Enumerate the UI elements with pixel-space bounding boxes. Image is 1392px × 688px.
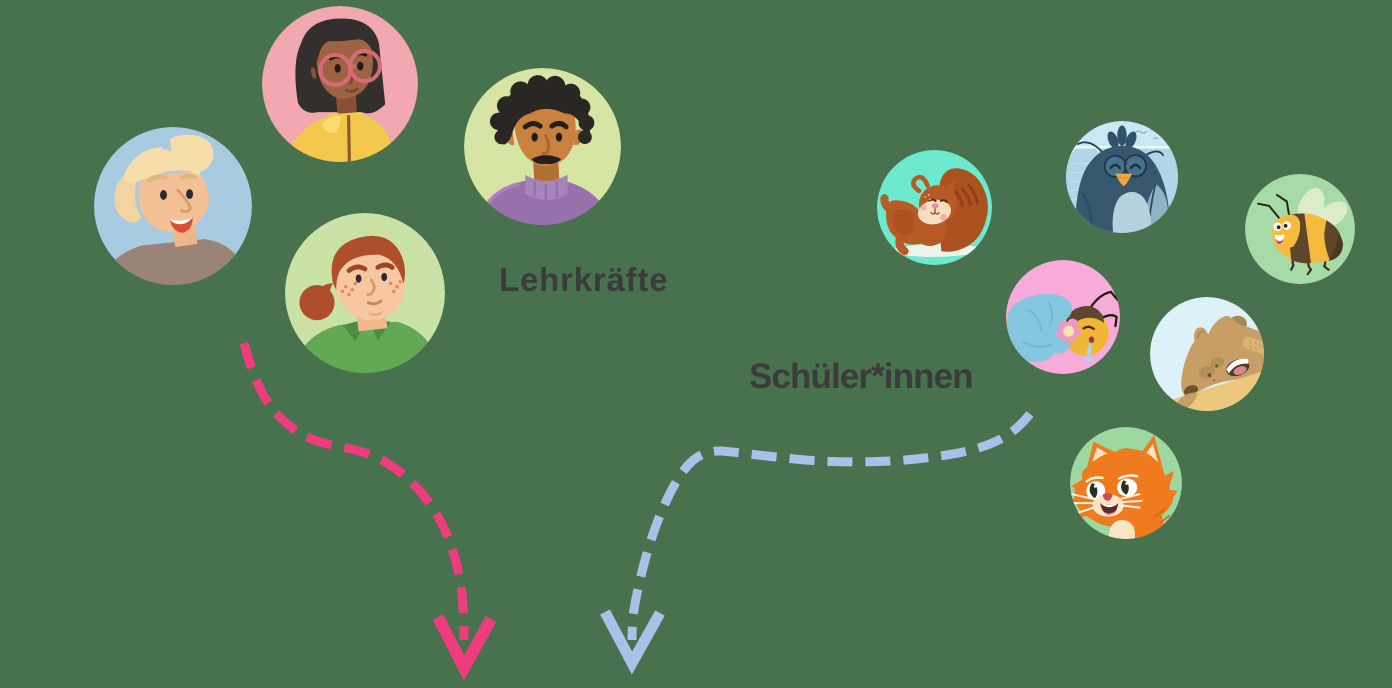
arrow-teachers-head <box>432 614 497 681</box>
avatar-teacher-redhead <box>285 213 445 373</box>
avatar-student-squirrel-art <box>877 150 992 265</box>
avatar-student-squirrel <box>877 150 992 265</box>
avatar-student-sleeping-bee-art <box>1006 260 1120 374</box>
arrow-teachers-path <box>239 341 469 641</box>
avatar-teacher-blond-man-art <box>94 127 252 285</box>
avatar-student-bee-art <box>1245 174 1355 284</box>
avatar-teacher-woman-glasses-art <box>262 6 418 162</box>
arrow-students-path <box>627 411 1034 641</box>
avatar-teacher-curly-man-art <box>464 68 621 225</box>
avatar-student-sleeping-bee <box>1006 260 1120 374</box>
avatar-student-bird <box>1066 121 1178 233</box>
arrow-teachers <box>239 341 497 681</box>
avatar-teacher-blond-man <box>94 127 252 285</box>
label-students: Schüler*innen <box>749 357 974 396</box>
avatar-student-bear-art <box>1150 297 1264 411</box>
avatar-teacher-woman-glasses <box>262 6 418 162</box>
avatar-student-bear <box>1150 297 1264 411</box>
arrow-students <box>600 411 1034 675</box>
arrow-students-head <box>600 609 665 675</box>
avatar-student-cat-art <box>1070 427 1182 539</box>
label-teachers: Lehrkräfte <box>499 261 669 298</box>
avatar-teacher-curly-man <box>464 68 621 225</box>
avatar-teacher-redhead-art <box>285 213 445 373</box>
avatar-student-cat <box>1070 427 1182 539</box>
avatar-student-bird-art <box>1066 121 1178 233</box>
avatar-student-bee <box>1245 174 1355 284</box>
